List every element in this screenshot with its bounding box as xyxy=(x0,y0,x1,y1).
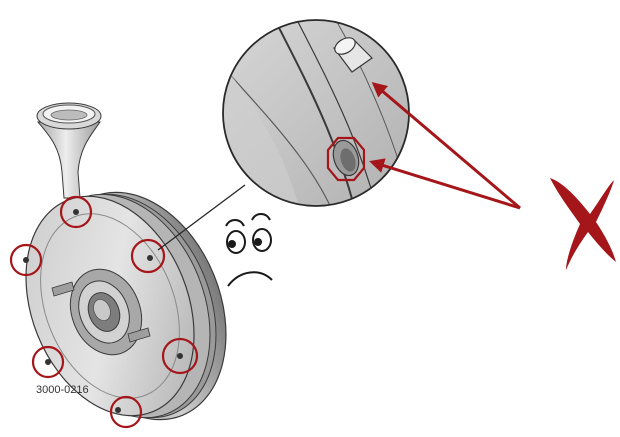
magnified-detail xyxy=(220,0,420,230)
inlet-funnel xyxy=(37,103,101,198)
red-x-icon xyxy=(550,178,616,270)
figure-code-label: 3000-0216 xyxy=(36,384,89,396)
red-arrow-icon xyxy=(372,162,520,208)
worried-face-icon xyxy=(226,214,272,286)
